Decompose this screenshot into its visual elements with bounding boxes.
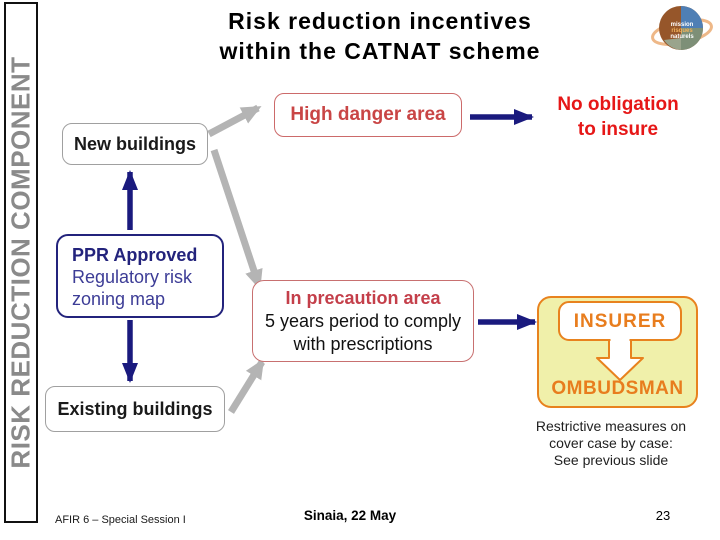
logo-graphic [651, 6, 713, 50]
high-danger-area-label: High danger area [290, 104, 446, 125]
arrow-new-to-danger [207, 104, 262, 138]
precaution-area-box: In precaution area 5 years period to com… [252, 280, 474, 362]
page-title-line2: within the CATNAT scheme [219, 38, 541, 64]
existing-buildings-box: Existing buildings [45, 386, 225, 432]
insurer-callout-shape [558, 301, 682, 381]
page-title: Risk reduction incentives within the CAT… [140, 6, 620, 66]
page-number: 23 [655, 508, 671, 523]
sidebar-banner: RISK REDUCTION COMPONENT [4, 2, 38, 523]
existing-buildings-label: Existing buildings [57, 398, 213, 419]
ppr-title: PPR Approved [72, 245, 198, 265]
new-buildings-box: New buildings [62, 123, 208, 165]
high-danger-area-box: High danger area [274, 93, 462, 137]
page-title-line1: Risk reduction incentives [228, 8, 532, 34]
arrow-existing-to-precaution [228, 358, 265, 414]
mission-risques-naturels-logo: mission risques naturels [650, 2, 714, 56]
ppr-approved-box: PPR Approved Regulatory risk zoning map [56, 234, 224, 318]
ombudsman-label: OMBUDSMAN [551, 378, 684, 399]
insurer-label: INSURER [573, 311, 667, 332]
restrictive-measures-note: Restrictive measures on cover case by ca… [535, 418, 687, 468]
footer-session: AFIR 6 – Special Session I [55, 514, 186, 526]
no-obligation-text: No obligation to insure [557, 94, 679, 140]
insurer-ombudsman-card: INSURER OMBUDSMAN [537, 296, 698, 408]
footer-location-date: Sinaia, 22 May [303, 508, 397, 523]
precaution-title: In precaution area [285, 288, 441, 308]
new-buildings-label: New buildings [73, 133, 196, 154]
sidebar-label: RISK REDUCTION COMPONENT [5, 56, 36, 469]
